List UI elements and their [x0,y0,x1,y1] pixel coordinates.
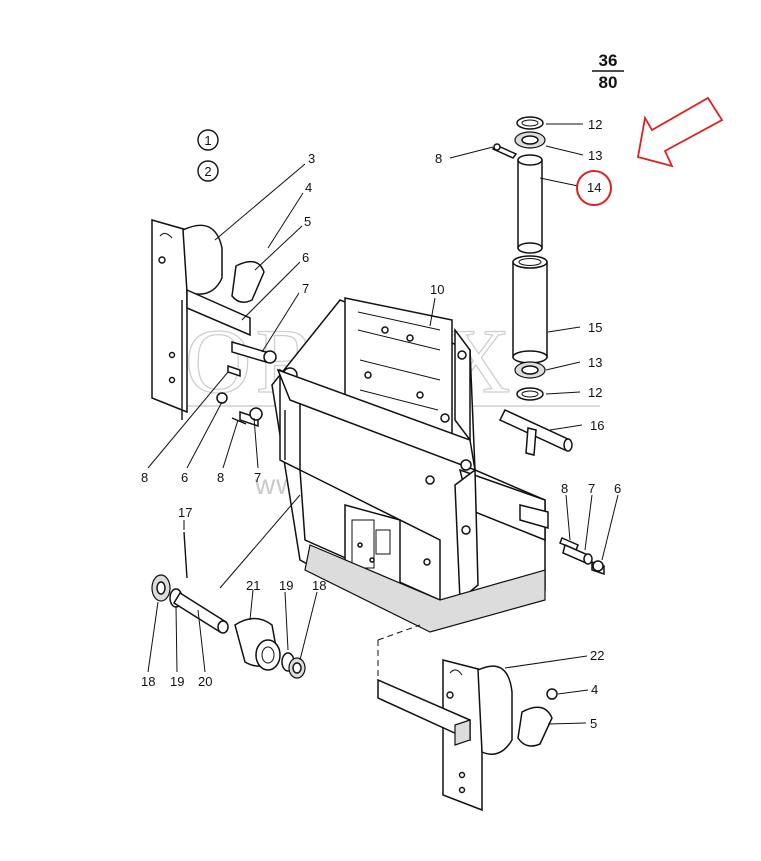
variant-markers: 1 2 [197,129,219,182]
callout-8: 8 [217,470,224,485]
page-number: 36 80 [592,51,624,92]
callout-6: 6 [302,250,309,265]
callout-4: 4 [591,682,598,697]
callout-16: 16 [590,418,604,433]
lower-right-bracket [377,624,558,812]
callout-8: 8 [435,151,442,166]
shaft-assembly [491,116,573,456]
callout-13: 13 [588,355,602,370]
highlight-circle [576,170,612,206]
part-14-highlight [576,96,724,206]
callout-5: 5 [590,716,597,731]
callout-18: 18 [312,578,326,593]
callout-22: 22 [590,648,604,663]
callout-7: 7 [254,470,261,485]
main-frame [219,297,549,633]
callout-7: 7 [588,481,595,496]
callout-labels: 3 4 5 6 7 8 6 8 7 10 8 12 13 14 15 13 12… [141,117,621,731]
callout-18: 18 [141,674,155,689]
callout-19: 19 [170,674,184,689]
callout-5: 5 [304,214,311,229]
callout-3: 3 [308,151,315,166]
variant-2: 2 [204,164,211,179]
callout-12: 12 [588,385,602,400]
page-number-top: 36 [599,51,618,70]
callout-13: 13 [588,148,602,163]
callout-8: 8 [561,481,568,496]
callout-10: 10 [430,282,444,297]
upper-left-bracket [151,219,265,420]
callout-6: 6 [614,481,621,496]
page-number-bottom: 80 [599,73,618,92]
roller-assembly [151,531,306,679]
callout-14: 14 [587,180,601,195]
callout-20: 20 [198,674,212,689]
red-arrow-icon [636,96,724,168]
callout-8: 8 [141,470,148,485]
callout-7: 7 [302,281,309,296]
callout-12: 12 [588,117,602,132]
callout-4: 4 [305,180,312,195]
callout-17: 17 [178,505,192,520]
right-hardware [559,537,605,576]
callout-15: 15 [588,320,602,335]
leader-lines [147,123,619,725]
callout-6: 6 [181,470,188,485]
variant-1: 1 [204,133,211,148]
callout-19: 19 [279,578,293,593]
callout-21: 21 [246,578,260,593]
left-hardware [216,340,277,428]
